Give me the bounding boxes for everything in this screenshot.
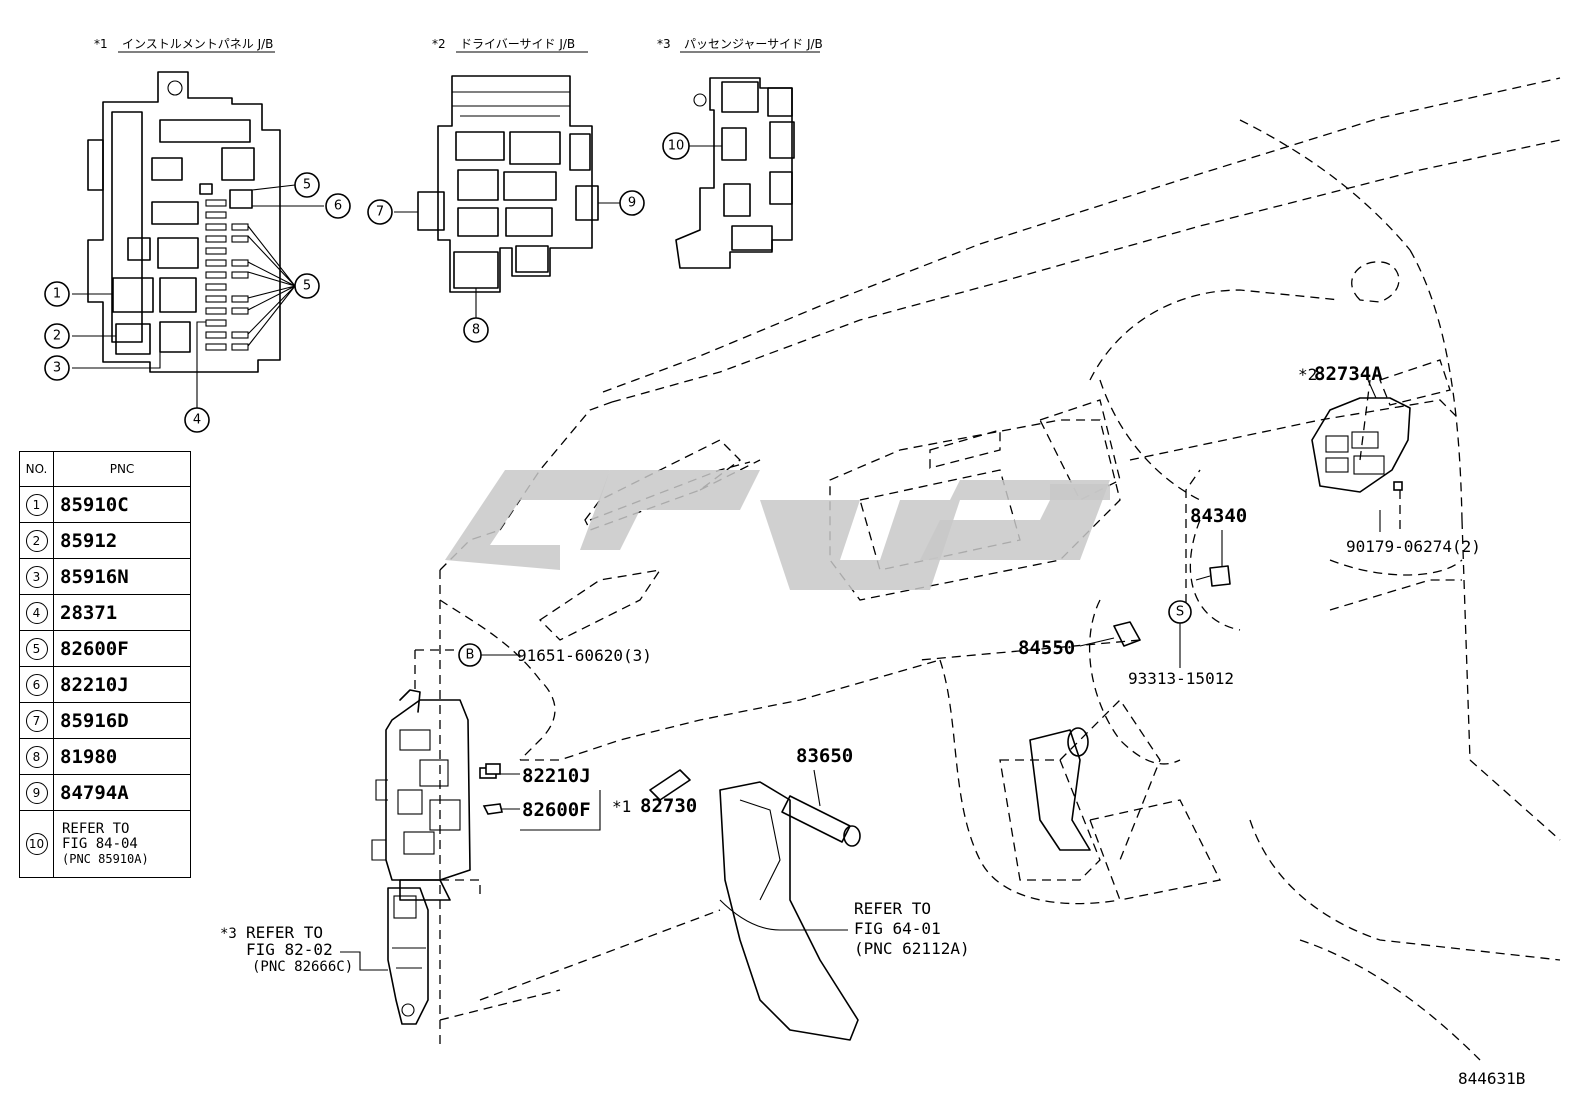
callout-9: 9 — [628, 196, 636, 211]
refer64-line3: (PNC 62112A) — [854, 939, 970, 958]
callout-5-top: 5 — [303, 178, 311, 193]
row-pnc: 85916N — [53, 558, 191, 595]
row-pnc: 82600F — [53, 630, 191, 667]
part-labels: *2 82734A 84340 90179-06274(2) 84550 933… — [517, 363, 1481, 821]
label-93313: 93313-15012 — [1128, 669, 1234, 688]
row-pnc: 84794A — [53, 774, 191, 811]
jb-main-assembly-drawing — [371, 689, 471, 901]
refer82-line3: (PNC 82666C) — [252, 959, 353, 975]
refer64-line1: REFER TO — [854, 899, 931, 918]
table-row: 8 81980 — [19, 738, 191, 775]
callout-b: B — [466, 648, 475, 663]
label-84550: 84550 — [1018, 637, 1075, 659]
row-no: 3 — [25, 565, 48, 588]
shifter-drawing — [1029, 727, 1091, 851]
rod-83650-drawing — [781, 769, 861, 847]
jb1-title: インストルメントパネル J/B — [122, 37, 273, 51]
callout-s: S — [1176, 605, 1184, 620]
switch-84340-drawing — [1195, 530, 1231, 587]
watermark-logo — [445, 470, 1110, 590]
refer84-line3: (PNC 85910A) — [62, 851, 149, 866]
callout-3: 3 — [53, 361, 61, 376]
row-pnc: 85916D — [53, 702, 191, 739]
row-pnc: 85910C — [53, 486, 191, 523]
callout-1: 1 — [53, 287, 61, 302]
callout-5-bottom: 5 — [303, 279, 311, 294]
jb1-mark: *1 — [94, 37, 108, 51]
jb-titles: *1 インストルメントパネル J/B *2 ドライバーサイド J/B *3 パッ… — [94, 37, 823, 53]
jb3-mark: *3 — [657, 37, 671, 51]
jb3-title: パッセンジャーサイド J/B — [684, 37, 823, 51]
label-82730-mark: *1 — [612, 797, 631, 816]
row-pnc: 82210J — [53, 666, 191, 703]
refer-fig64-note: REFER TO FIG 64-01 (PNC 62112A) — [854, 899, 970, 958]
fuse-slots — [205, 199, 249, 351]
jb2-title: ドライバーサイド J/B — [460, 37, 575, 51]
jb2-mark: *2 — [432, 37, 446, 51]
row-no: 4 — [25, 601, 48, 624]
row-no: 9 — [25, 781, 48, 804]
table-row: 4 28371 — [19, 594, 191, 631]
row-no: 2 — [25, 529, 48, 552]
row-no: 8 — [25, 745, 48, 768]
table-row: 9 84794A — [19, 774, 191, 811]
row-no: 10 — [25, 833, 48, 855]
refer84-line1: REFER TO — [62, 820, 130, 837]
row-no: 6 — [25, 673, 48, 696]
pnc-table: NO. PNC 1 85910C 2 85912 3 85916N 4 2837… — [19, 451, 191, 878]
diagram-id: 844631B — [1458, 1069, 1525, 1088]
label-84340: 84340 — [1190, 505, 1247, 527]
callout-2: 2 — [53, 329, 61, 344]
label-91651: 91651-60620(3) — [517, 646, 652, 665]
row-pnc: 81980 — [53, 738, 191, 775]
callout-4: 4 — [193, 413, 201, 428]
passenger-side-jb-drawing — [675, 77, 795, 269]
knee-panel-drawing — [719, 781, 859, 1041]
driver-side-jb-drawing — [394, 75, 620, 318]
label-82734A: 82734A — [1314, 363, 1383, 385]
row-no: 5 — [25, 637, 48, 660]
table-row: 7 85916D — [19, 702, 191, 739]
callout-6: 6 — [334, 199, 342, 214]
small-relays-drawing — [479, 763, 520, 815]
table-row: 2 85912 — [19, 522, 191, 559]
label-90179: 90179-06274(2) — [1346, 537, 1481, 556]
label-82210J: 82210J — [522, 765, 591, 787]
header-pnc: PNC — [53, 451, 191, 487]
table-row: 6 82210J — [19, 666, 191, 703]
label-82734A-mark: *2 — [1298, 365, 1317, 384]
row-no: 7 — [25, 709, 48, 732]
refer64-line2: FIG 64-01 — [854, 919, 941, 938]
table-row: 1 85910C — [19, 486, 191, 523]
jb-82734A-drawing — [1311, 379, 1411, 493]
label-83650: 83650 — [796, 745, 853, 767]
refer82-line1: REFER TO — [246, 923, 323, 942]
passenger-jb-assembly-drawing — [387, 887, 429, 1025]
callout-7: 7 — [376, 205, 384, 220]
refer-fig82-note: *3 REFER TO FIG 82-02 (PNC 82666C) — [220, 923, 388, 975]
row-pnc: 28371 — [53, 594, 191, 631]
refer84-line2: FIG 84-04 — [62, 835, 138, 852]
table-header-row: NO. PNC — [19, 451, 191, 487]
row-pnc: 85912 — [53, 522, 191, 559]
callout-markers: 1 2 3 4 5 6 5 7 9 8 10 B S — [44, 132, 1192, 667]
refer82-line2: FIG 82-02 — [246, 940, 333, 959]
refer82-mark: *3 — [220, 926, 237, 942]
label-82600F: 82600F — [522, 799, 591, 821]
table-row: 5 82600F — [19, 630, 191, 667]
header-no: NO. — [19, 451, 54, 487]
callout-10: 10 — [668, 139, 685, 154]
table-row-refer: 10 REFER TO FIG 84-04 (PNC 85910A) — [19, 810, 191, 878]
row-refer-note: REFER TO FIG 84-04 (PNC 85910A) — [53, 810, 191, 878]
cover-82730-drawing — [649, 769, 691, 801]
instrument-panel-jb-drawing — [72, 71, 324, 420]
switch-84550-drawing — [1113, 621, 1141, 647]
label-82730: 82730 — [640, 795, 697, 817]
callout-8: 8 — [472, 323, 480, 338]
dashboard-outline — [414, 77, 1561, 1061]
row-no: 1 — [25, 493, 48, 516]
table-row: 3 85916N — [19, 558, 191, 595]
leader-lines — [481, 510, 1381, 831]
